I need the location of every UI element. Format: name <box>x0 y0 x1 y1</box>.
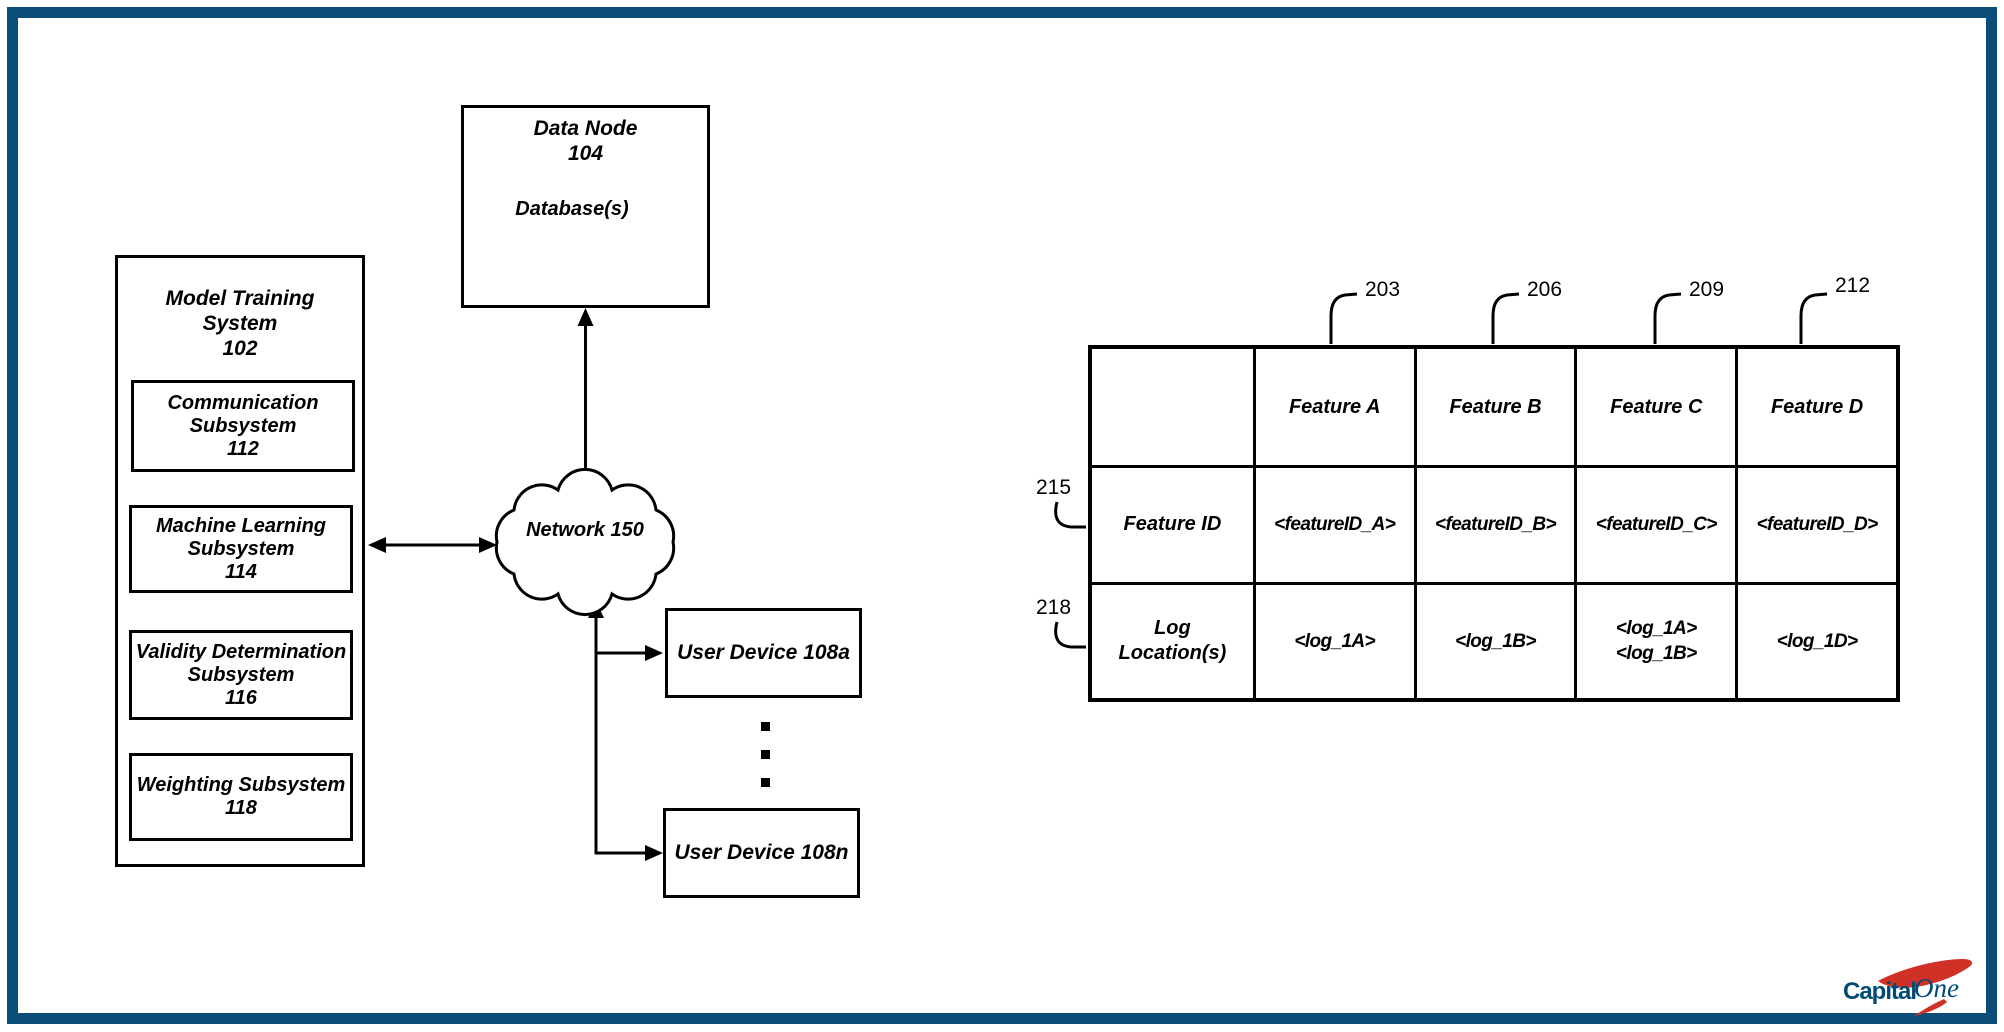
network-label: Network 150 <box>497 518 673 542</box>
model-training-system-title: Model Training System 102 <box>166 286 315 361</box>
data-node-title: Data Node 104 <box>534 116 638 166</box>
page-border-frame <box>7 7 1997 1024</box>
table-cell-log-d: <log_1D> <box>1735 581 1896 698</box>
table-cell-log-c: <log_1A> <log_1B> <box>1574 581 1736 698</box>
arrowhead-right-userdevice-n <box>645 845 663 861</box>
communication-subsystem-ref: 112 <box>227 437 259 460</box>
validity-determination-subsystem-label: Validity Determination Subsystem <box>135 640 347 686</box>
table-cell-log-a: <log_1A> <box>1252 581 1414 698</box>
table-cell-featureid-b: <featureID_B> <box>1413 465 1575 582</box>
machine-learning-subsystem-ref: 114 <box>225 560 257 583</box>
machine-learning-subsystem-label: Machine Learning Subsystem <box>155 514 327 560</box>
ref-numeral-215: 215 <box>1036 476 1072 499</box>
user-device-108a-box: User Device 108a <box>665 608 862 698</box>
machine-learning-subsystem-box: Machine Learning Subsystem 114 <box>129 505 353 593</box>
leader-line-206 <box>1491 292 1520 344</box>
table-cell-featureid-a: <featureID_A> <box>1252 465 1414 582</box>
weighting-subsystem-box: Weighting Subsystem 118 <box>129 753 353 841</box>
table-header-feature-c: Feature C <box>1574 349 1735 466</box>
user-device-108a-label: User Device 108a <box>677 641 850 664</box>
arrowhead-left-mts <box>368 537 386 553</box>
network-label-text: Network <box>526 519 605 541</box>
ref-numeral-206: 206 <box>1527 278 1563 301</box>
network-ref-numeral: 150 <box>610 519 644 541</box>
data-node-ref-numeral: 104 <box>567 142 604 165</box>
table-header-feature-d: Feature D <box>1735 349 1896 466</box>
table-cell-featureid-c: <featureID_C> <box>1574 465 1736 582</box>
log-c-line2: <log_1B> <box>1615 643 1697 665</box>
mts-title-line2: System <box>202 312 278 335</box>
table-header-feature-a: Feature A <box>1252 349 1414 466</box>
validity-determination-subsystem-ref: 116 <box>225 686 257 709</box>
mts-ref-numeral: 102 <box>222 337 258 360</box>
ref-numeral-218: 218 <box>1036 596 1072 619</box>
table-rowlabel-log-locations: Log Location(s) <box>1092 581 1253 698</box>
feature-table: Feature A Feature B Feature C Feature D … <box>1088 345 1900 702</box>
table-cell-featureid-d: <featureID_D> <box>1735 465 1896 582</box>
mts-title-line1: Model Training <box>165 287 315 310</box>
ref-numeral-203: 203 <box>1365 278 1401 301</box>
leader-line-215 <box>1054 501 1086 529</box>
table-corner-cell <box>1092 349 1253 465</box>
leader-line-209 <box>1653 292 1682 344</box>
ellipsis-dot <box>761 750 770 759</box>
table-cell-log-b: <log_1B> <box>1413 581 1575 698</box>
communication-subsystem-label: Communication Subsystem <box>167 391 319 437</box>
leader-line-212 <box>1799 292 1828 344</box>
log-locations-label-text: Log Location(s) <box>1118 617 1227 665</box>
table-header-feature-b: Feature B <box>1413 349 1575 466</box>
arrowhead-up-datanode <box>577 308 594 326</box>
leader-line-218 <box>1054 621 1086 649</box>
arrowhead-right-network <box>479 537 497 553</box>
user-device-108n-label: User Device 108n <box>674 841 849 864</box>
data-node-title-text: Data Node <box>533 117 638 140</box>
capitalone-logo-capital-text: Capital <box>1843 978 1917 1005</box>
weighting-subsystem-label: Weighting Subsystem <box>136 774 346 796</box>
leader-line-203 <box>1329 292 1358 344</box>
log-c-line1: <log_1A> <box>1615 618 1697 640</box>
arrowhead-right-userdevice-a <box>645 645 663 661</box>
ref-numeral-212: 212 <box>1835 274 1871 297</box>
network-cloud-icon <box>494 467 676 617</box>
database-label: Database(s) <box>515 197 629 220</box>
ellipsis-dot <box>761 722 770 731</box>
data-node-box: Data Node 104 <box>461 105 710 308</box>
table-rowlabel-feature-id: Feature ID <box>1092 465 1253 581</box>
weighting-subsystem-ref: 118 <box>225 797 257 819</box>
ellipsis-dot <box>761 778 770 787</box>
userdevice-trunk-line <box>594 612 650 855</box>
user-device-108n-box: User Device 108n <box>663 808 860 898</box>
ref-numeral-209: 209 <box>1689 278 1725 301</box>
capitalone-swoosh-icon <box>1878 959 1973 1016</box>
capitalone-logo-one-text: One <box>1914 973 1959 1003</box>
validity-determination-subsystem-box: Validity Determination Subsystem 116 <box>129 630 353 720</box>
capitalone-logo: Capital One <box>1843 973 1959 1006</box>
communication-subsystem-box: Communication Subsystem 112 <box>131 380 355 472</box>
